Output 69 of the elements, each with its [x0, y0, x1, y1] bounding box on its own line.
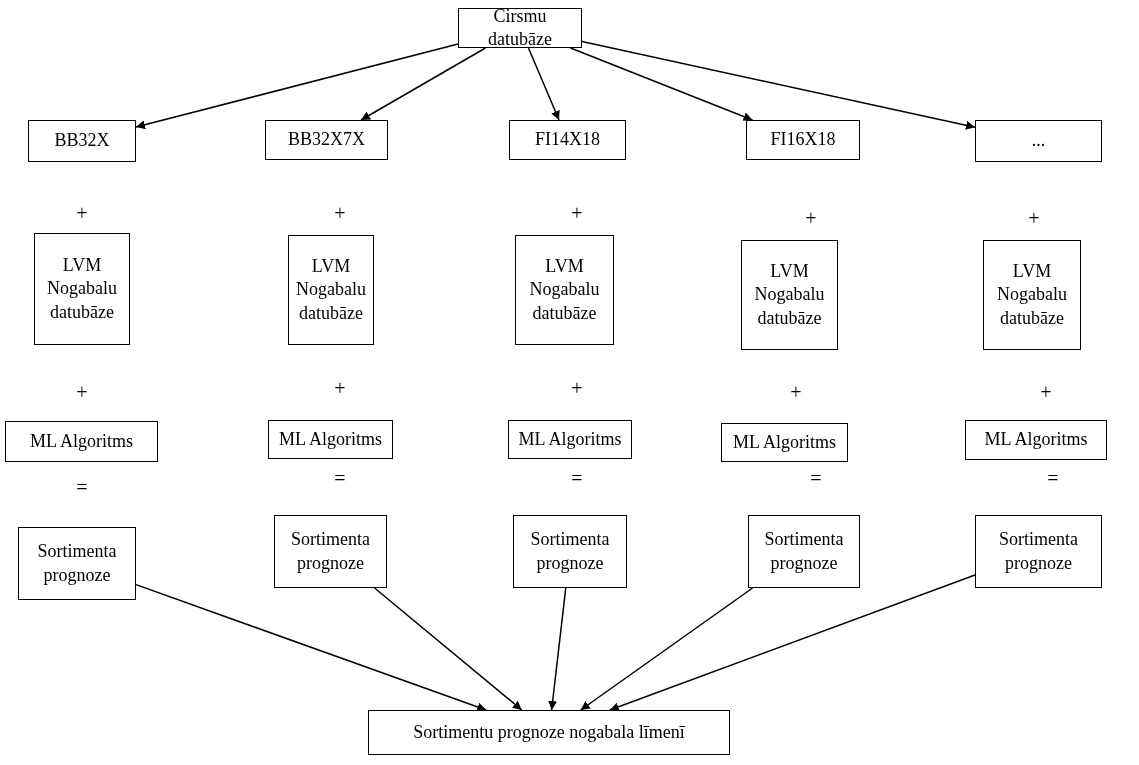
- arrow: [579, 587, 754, 711]
- box-label: LVM Nogabalu datubāze: [295, 254, 367, 325]
- process-box: [748, 515, 860, 588]
- box-label: ML Algoritms: [279, 427, 382, 451]
- operator-sign: +: [76, 201, 88, 225]
- operator-sign: +: [571, 376, 583, 400]
- process-box: [741, 240, 838, 350]
- arrow: [548, 587, 567, 711]
- operator-sign: +: [790, 380, 802, 404]
- operator-sign: +: [334, 201, 346, 225]
- box-label: LVM Nogabalu datubāze: [996, 259, 1068, 330]
- operator-sign: +: [1028, 206, 1040, 230]
- box-label: ML Algoritms: [984, 428, 1088, 452]
- box-label: LVM Nogabalu datubāze: [46, 253, 118, 324]
- process-box: [965, 420, 1107, 460]
- arrow: [527, 47, 560, 121]
- operator-sign: +: [334, 376, 346, 400]
- arrow: [581, 40, 976, 130]
- arrow: [373, 587, 523, 711]
- process-box: [18, 527, 136, 600]
- arrow: [135, 583, 487, 712]
- process-box: [288, 235, 374, 345]
- box-label: Sortimentu prognoze nogabala līmenī: [413, 720, 685, 744]
- process-box: [975, 120, 1102, 162]
- operator-sign: +: [1040, 380, 1052, 404]
- box-label: LVM Nogabalu datubāze: [528, 254, 601, 325]
- arrow: [360, 47, 487, 121]
- process-box: [274, 515, 387, 588]
- box-label: Sortimenta prognoze: [36, 540, 118, 587]
- process-box: [509, 120, 626, 160]
- operator-sign: =: [810, 466, 822, 490]
- box-label: ML Algoritms: [30, 429, 133, 453]
- arrow: [609, 574, 976, 712]
- operator-sign: +: [76, 380, 88, 404]
- operator-sign: +: [805, 206, 817, 230]
- process-box: [28, 120, 136, 162]
- operator-sign: =: [571, 466, 583, 490]
- process-box: [975, 515, 1102, 588]
- operator-sign: =: [76, 475, 88, 499]
- box-label: FI14X18: [535, 128, 600, 152]
- box-label: Cirsmu datubāze: [487, 4, 553, 51]
- process-box: [265, 120, 388, 160]
- operator-sign: =: [1047, 466, 1059, 490]
- box-label: Sortimenta prognoze: [763, 528, 845, 575]
- box-label: ML Algoritms: [733, 430, 836, 454]
- process-box: [515, 235, 614, 345]
- process-box: [368, 710, 730, 755]
- box-label: BB32X7X: [288, 128, 365, 152]
- process-box: [268, 420, 393, 459]
- process-box: [983, 240, 1081, 350]
- process-box: [721, 423, 848, 462]
- box-label: LVM Nogabalu datubāze: [753, 259, 826, 330]
- process-box: [5, 421, 158, 462]
- process-box: [508, 420, 632, 459]
- operator-sign: =: [334, 466, 346, 490]
- process-box: [746, 120, 860, 160]
- box-label: ...: [1031, 129, 1046, 153]
- box-label: Sortimenta prognoze: [998, 528, 1079, 575]
- process-box: [458, 8, 582, 48]
- box-label: FI16X18: [770, 128, 836, 152]
- box-label: BB32X: [54, 129, 110, 153]
- arrow: [569, 47, 754, 121]
- process-box: [513, 515, 627, 588]
- box-label: Sortimenta prognoze: [290, 528, 371, 575]
- box-label: ML Algoritms: [518, 427, 622, 451]
- operator-sign: +: [571, 201, 583, 225]
- process-box: [34, 233, 130, 345]
- arrow: [135, 43, 459, 130]
- box-label: Sortimenta prognoze: [529, 528, 611, 575]
